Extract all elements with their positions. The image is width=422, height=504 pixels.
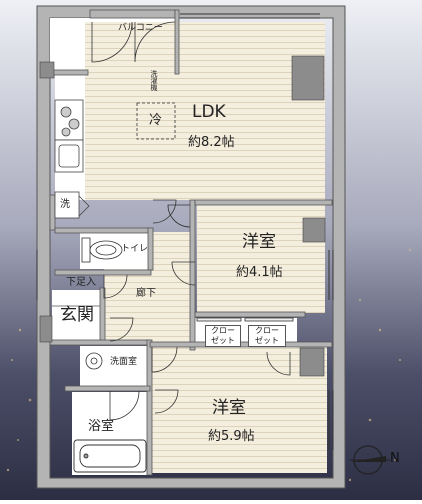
fridge-space <box>136 102 176 140</box>
bath-label: 浴室 <box>88 419 115 434</box>
kitchen-fixtures <box>54 99 84 173</box>
corridor-label: 廊下 <box>136 288 156 299</box>
compass: N <box>346 440 406 480</box>
compass-north-label: N <box>390 451 400 466</box>
windows <box>36 13 334 450</box>
washer-pan <box>54 191 80 219</box>
toilet-fixture <box>81 237 123 263</box>
laundry-label: 洗 <box>60 199 70 210</box>
room2-name: 洋室 <box>212 398 246 418</box>
closet2-label: クロー ゼット <box>248 325 286 347</box>
closet1-label: クロー ゼット <box>205 325 241 347</box>
bathtub <box>73 439 147 473</box>
entrance-floor <box>52 290 102 340</box>
toilet-label: トイレ <box>121 244 149 254</box>
washer-pan-label: 洗濯機 <box>150 70 158 91</box>
room2-size: 約5.9帖 <box>208 429 255 444</box>
fridge-label: 冷 <box>149 113 163 128</box>
ldk-name: LDK <box>192 102 226 122</box>
pillars <box>39 55 326 377</box>
interior-walls <box>49 9 333 476</box>
shoe-storage-label: 下足入 <box>66 277 96 288</box>
entrance-label: 玄関 <box>60 305 94 325</box>
closet-doors <box>196 317 294 322</box>
room1-size: 約4.1帖 <box>236 265 283 280</box>
washroom-label: 洗面室 <box>110 357 138 367</box>
ldk-size: 約8.2帖 <box>188 135 235 150</box>
compass-rose-icon <box>350 445 390 475</box>
ldk-floor <box>85 22 325 200</box>
room1-name: 洋室 <box>242 232 276 252</box>
doors <box>91 21 291 421</box>
balcony-label: バルコニー <box>118 23 163 33</box>
city-lights <box>6 249 411 482</box>
washbasin <box>85 352 103 370</box>
room2-floor <box>150 345 327 473</box>
